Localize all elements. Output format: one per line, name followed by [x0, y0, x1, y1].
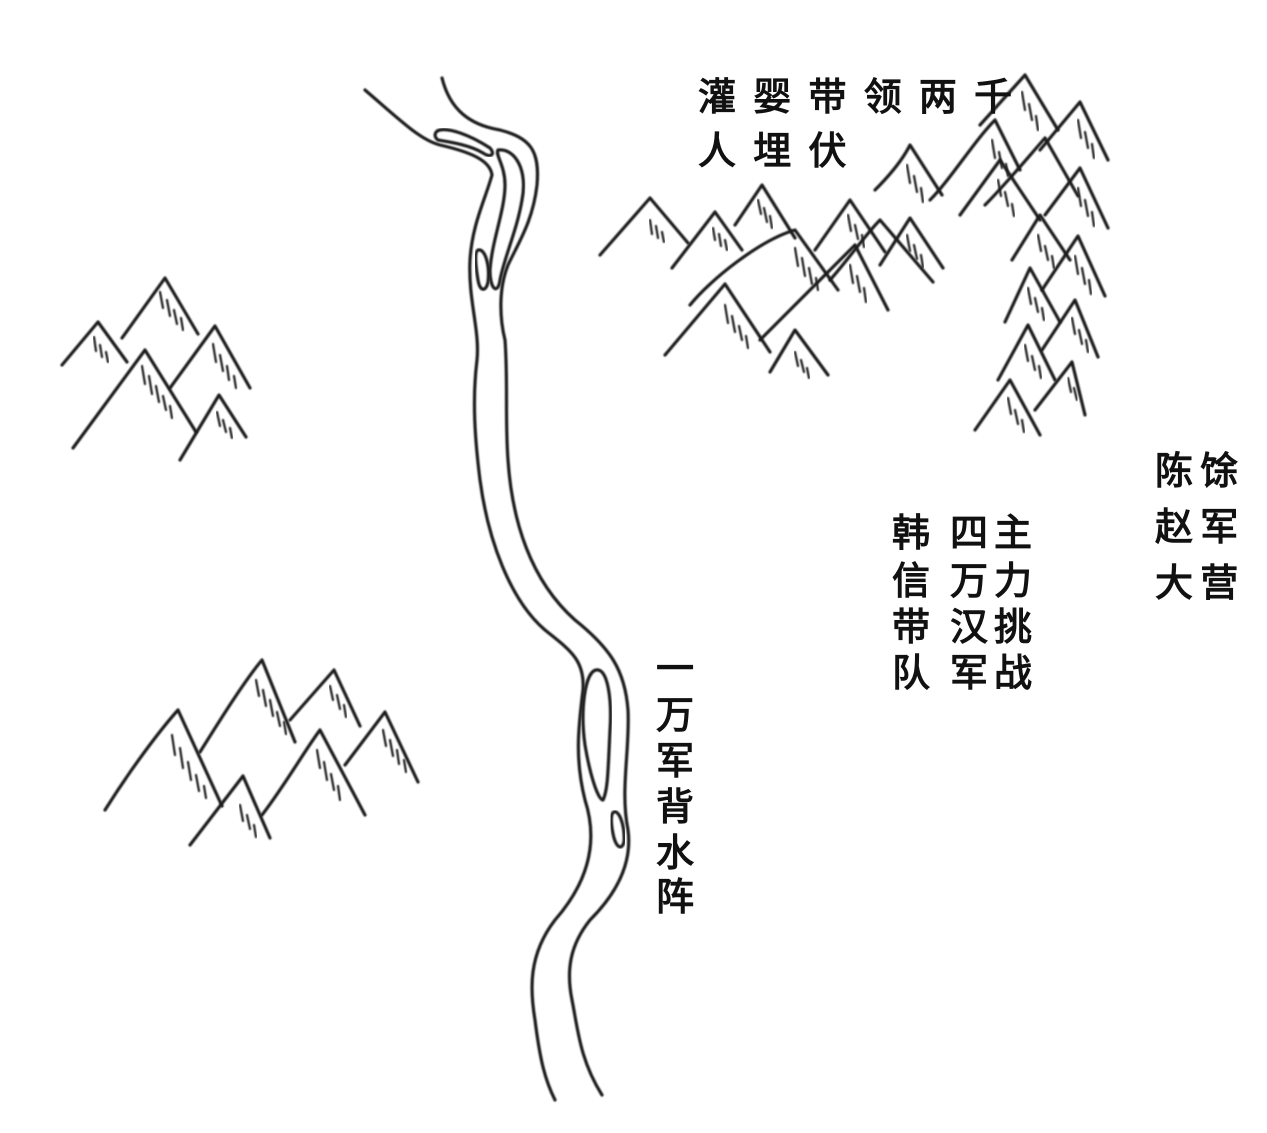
- label-char: 万: [949, 558, 988, 603]
- label-char: 阵: [655, 874, 694, 919]
- label-char: 水: [655, 830, 694, 875]
- label-zhao-camp-row-1: 陈 馀: [1155, 448, 1239, 493]
- label-char: 军: [949, 650, 988, 695]
- label-ambush-row-1: 灌 婴 带 领 两 千: [698, 74, 1017, 119]
- mountain-range-icon: [598, 73, 1110, 437]
- label-char: 汉: [949, 604, 988, 649]
- label-char: 军: [655, 738, 694, 783]
- label-char: 一: [655, 646, 694, 691]
- label-zhao-camp-row-2: 赵 军: [1155, 504, 1239, 549]
- river-icon: [363, 76, 631, 1102]
- label-char: 战: [993, 650, 1032, 695]
- label-char: 背: [655, 784, 694, 829]
- label-char: 韩: [891, 510, 930, 555]
- label-char: 挑: [993, 604, 1032, 649]
- label-ambush-row-2: 人 埋 伏: [698, 128, 851, 173]
- label-char: 四: [949, 510, 988, 555]
- mountain-cluster-icon: [60, 276, 252, 462]
- label-char: 带: [891, 604, 930, 649]
- label-char: 力: [993, 558, 1032, 603]
- mountain-cluster-icon: [103, 658, 420, 847]
- label-zhao-camp-row-3: 大 营: [1155, 560, 1239, 605]
- label-char: 主: [993, 510, 1032, 555]
- label-char: 信: [891, 558, 930, 603]
- label-char: 队: [891, 650, 930, 695]
- label-char: 万: [655, 692, 694, 737]
